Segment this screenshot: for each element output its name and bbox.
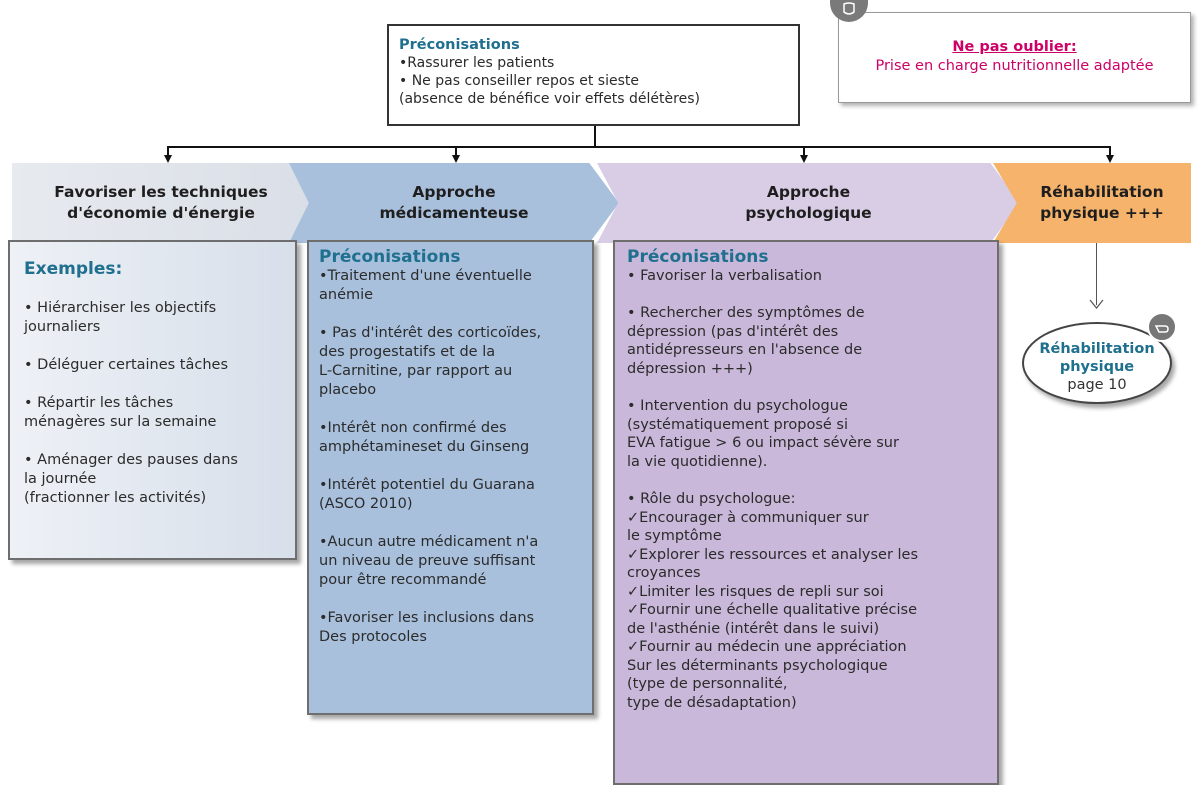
rehab-link-bubble[interactable]: Réhabilitation physique page 10 [1022,322,1172,404]
list-item: journaliers [24,319,101,335]
list-item: ✓Fournir une échelle qualitative précise [627,602,918,618]
list-item: placebo [319,382,377,398]
arrow-stem-1 [167,146,169,156]
list-item: pour être recommandé [319,572,487,588]
list-item: ménagères sur la semaine [24,414,217,430]
list-item: de l'asthénie (intérêt dans le suivi) [627,620,880,637]
list-item: dépression (pas d'intérêt des [627,323,839,340]
list-item: dépression +++) [627,360,753,377]
list-item: le symptôme [627,528,722,544]
band-label: Réhabilitation [1040,183,1164,201]
rehab-link-label: Réhabilitation [1039,341,1155,357]
reminder-text: Prise en charge nutritionnelle adaptée [875,58,1154,74]
top-box-line: •Rassurer les patients [399,55,555,71]
list-item: • Rechercher des symptômes de [627,305,865,321]
band-label: Approche [766,183,851,201]
connector-horizontal [167,146,1111,148]
list-item: ✓Limiter les risques de repli sur soi [627,583,884,600]
reminder-title: Ne pas oublier: [952,39,1077,55]
band-label: médicamenteuse [379,204,529,222]
top-recommendations-box: Préconisations •Rassurer les patients • … [387,24,800,126]
hand-pointer-icon [830,0,868,22]
list-item: antidépresseurs en l'absence de [627,342,863,358]
psychological-title: Préconisations [627,247,769,267]
list-item: • Aménager des pauses dans [24,452,238,468]
list-item: (systématiquement proposé si [627,416,848,433]
examples-box: Exemples: • Hiérarchiser les objectifs j… [8,240,297,560]
list-item: (type de personnalité, [627,676,788,692]
arrow-head-3 [800,155,808,163]
band-label: Approche [412,183,496,201]
rehab-connector [1096,243,1097,305]
band-physical-rehab: Réhabilitation physique +++ [993,163,1191,243]
connector-vertical [594,125,596,147]
list-item: • Pas d'intérêt des corticoïdes, [319,325,542,341]
list-item: Sur les déterminants psychologique [627,657,888,674]
list-item: (ASCO 2010) [319,496,413,512]
arrow-stem-2 [455,146,457,156]
list-item: •Favoriser les inclusions dans [319,610,535,626]
arrow-stem-4 [1109,146,1111,156]
list-item: •Intérêt potentiel du Guarana [319,477,535,493]
list-item: • Favoriser la verbalisation [627,267,822,284]
arrow-head-4 [1106,155,1114,163]
list-item: la vie quotidienne). [627,453,768,470]
list-item: ✓Encourager à communiquer sur [627,509,869,526]
list-item: Des protocoles [319,629,427,645]
band-medication: Approche médicamenteuse [289,163,619,243]
list-item: • Rôle du psychologue: [627,491,796,507]
list-item: • Déléguer certaines tâches [24,357,229,373]
medication-box: Préconisations •Traitement d'une éventue… [307,240,594,715]
list-item: • Hiérarchiser les objectifs [24,300,217,316]
list-item: • Intervention du psychologue [627,398,848,414]
list-item: croyances [627,565,701,581]
arrow-head-2 [452,155,460,163]
rehab-arrow-icon [1089,299,1104,309]
list-item: ✓Explorer les ressources et analyser les [627,546,919,563]
band-label: physique +++ [1040,204,1164,222]
list-item: un niveau de preuve suffisant [319,553,536,569]
rehab-link-page: page 10 [1067,377,1127,393]
list-item: type de désadaptation) [627,694,797,711]
list-item: •Aucun autre médicament n'a [319,534,539,550]
arrow-head-1 [164,155,172,163]
list-item: la journée [24,471,97,487]
medication-title: Préconisations [319,247,461,267]
band-label: Favoriser les techniques [54,183,268,201]
top-box-line: • Ne pas conseiller repos et sieste [399,73,639,89]
band-psychological: Approche psychologique [597,163,1020,243]
list-item: anémie [319,287,374,303]
list-item: ✓Fournir au médecin une appréciation [627,639,907,655]
examples-title: Exemples: [24,259,123,279]
list-item: amphétamineset du Ginseng [319,439,530,455]
hand-pointer-icon [1147,312,1177,342]
reminder-box: Ne pas oublier: Prise en charge nutritio… [838,12,1191,103]
band-label: d'économie d'énergie [67,204,255,222]
band-label: psychologique [745,204,872,222]
list-item: •Traitement d'une éventuelle [319,268,532,284]
list-item: (fractionner les activités) [24,490,207,506]
list-item: EVA fatigue > 6 ou impact sévère sur [627,435,899,451]
list-item: des progestatifs et de la [319,344,496,360]
top-box-line: (absence de bénéfice voir effets délétèr… [399,91,700,107]
psychological-box: Préconisations • Favoriser la verbalisat… [613,240,999,785]
list-item: • Répartir les tâches [24,395,174,411]
top-box-title: Préconisations [399,37,520,53]
arrow-stem-3 [803,146,805,156]
rehab-link-label: physique [1059,359,1135,375]
list-item: •Intérêt non confirmé des [319,420,507,436]
list-item: L-Carnitine, par rapport au [319,363,513,379]
band-energy-saving: Favoriser les techniques d'économie d'én… [12,163,310,243]
